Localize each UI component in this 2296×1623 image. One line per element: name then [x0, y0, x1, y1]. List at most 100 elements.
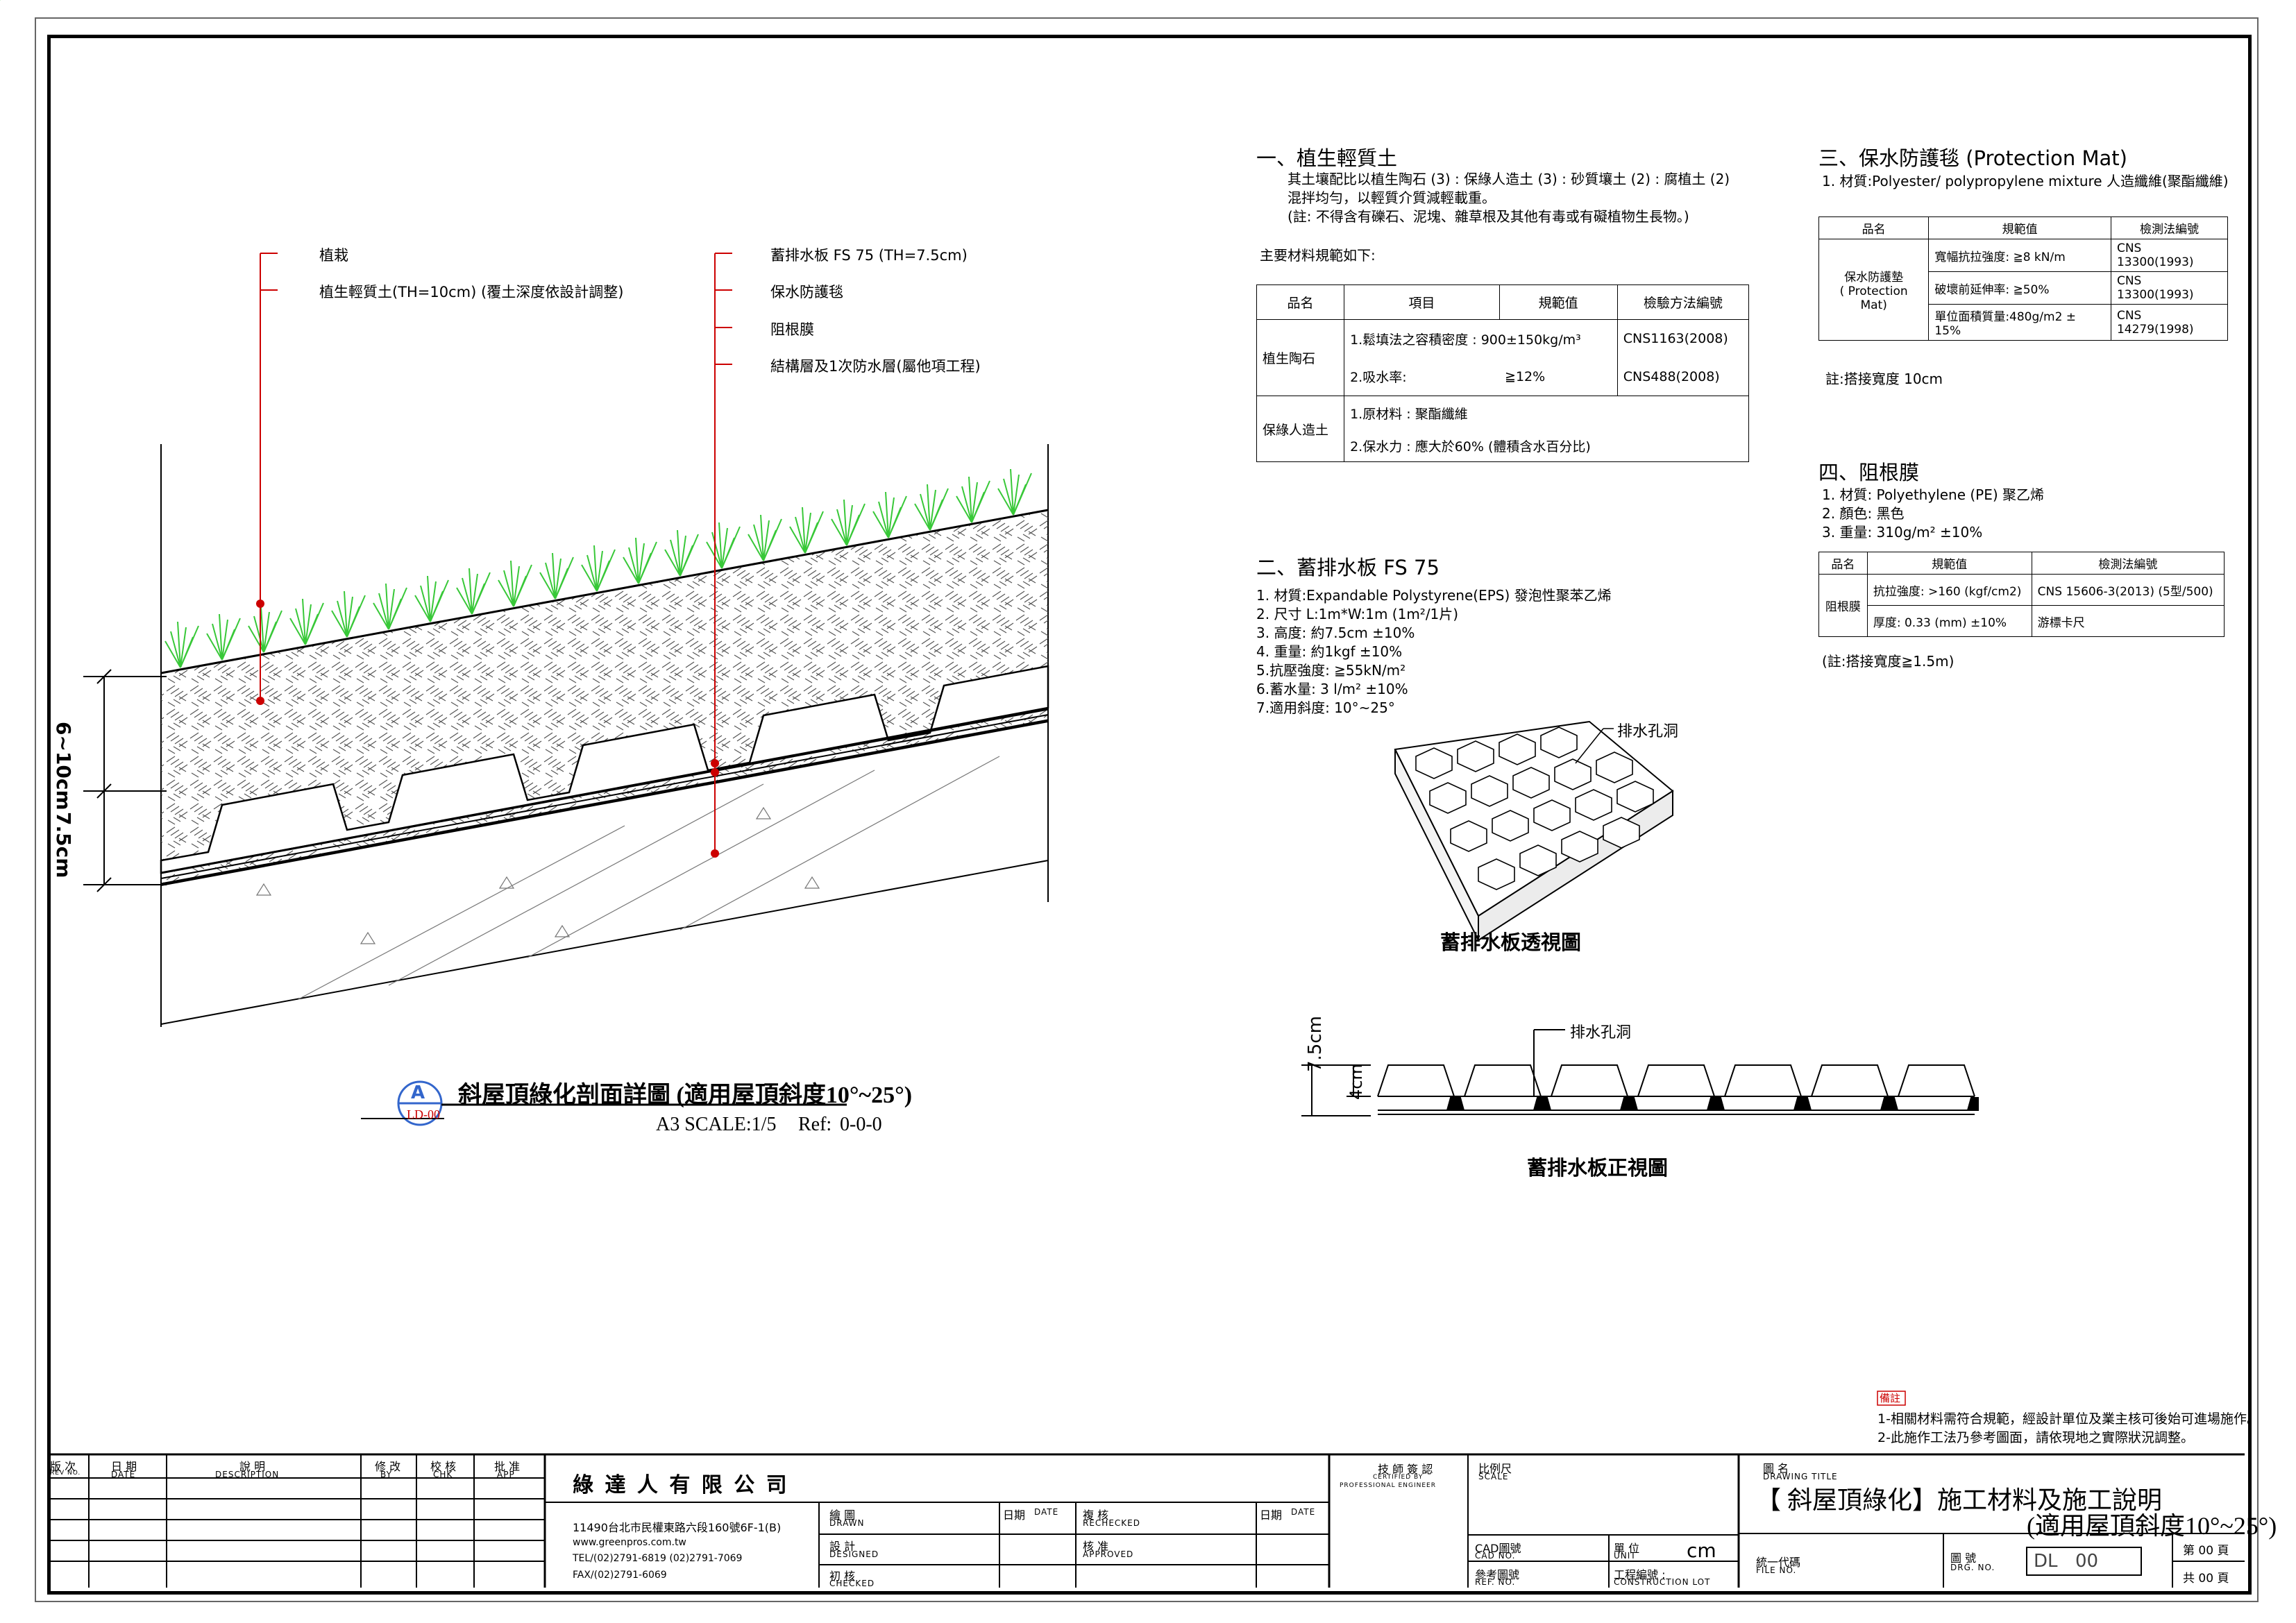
sec2-title: 二、蓄排水板 FS 75 — [1256, 556, 1440, 579]
sec1-row2-item2: 2.保水力 : 應大於60% (體積含水百分比) — [1344, 430, 1749, 462]
page-total: 共 00 頁 — [2183, 1572, 2229, 1586]
drg-no-prefix: DL — [2034, 1551, 2058, 1572]
sec3-item-name: 保水防護墊 — [1844, 271, 1904, 284]
sec3-header-name: 品名 — [1818, 216, 1930, 239]
sec1-row1-name: 植生陶石 — [1256, 319, 1345, 396]
rechecked-zh: 複 核 — [1083, 1509, 1109, 1522]
remarks-title: 備註 — [1880, 1392, 1901, 1404]
sec3-material: 1. 材質:Polyester/ polypropylene mixture 人… — [1822, 173, 2229, 189]
rev-chk-en: CHK — [433, 1470, 453, 1479]
sec1-line-1: 其土壤配比以植生陶石 (3) : 保綠人造土 (3) : 砂質壤土 (2) : … — [1288, 171, 1730, 187]
company-fax: FAX/(02)2791-6069 — [573, 1570, 667, 1581]
dim-soil-depth: 6~10cm — [52, 722, 75, 810]
sec4-header-value: 規範值 — [1866, 552, 2032, 575]
approved-en: APPROVED — [1083, 1549, 1134, 1559]
title-block-grid — [47, 1453, 2245, 1588]
sec1-header-method: 檢驗方法編號 — [1617, 284, 1750, 320]
sec1-spec-table: 品名 項目 規範值 檢驗方法編號 植生陶石 1.鬆填法之容積密度 : 900±1… — [1256, 284, 1750, 462]
sec3-row1-value: 寬幅抗拉強度: ≧8 kN/m — [1928, 239, 2111, 272]
file-no-zh: 統一代碼 — [1756, 1556, 1801, 1569]
rev-by-en: BY — [380, 1470, 392, 1479]
sec3-header-method: 檢測法編號 — [2110, 216, 2229, 239]
sec2-line-3: 3. 高度: 約7.5cm ±10% — [1256, 624, 1415, 641]
drg-no-zh: 圖 號 — [1950, 1552, 1977, 1565]
rev-desc-en: DESCRIPTION — [215, 1470, 280, 1479]
construction-zh: 工程編號 : — [1614, 1568, 1666, 1581]
rev-by-zh: 修 改 — [375, 1460, 401, 1473]
sec3-row3-method: CNS 14279(1998) — [2110, 304, 2229, 341]
front-hole-label: 排水孔洞 — [1570, 1024, 1632, 1042]
drg-no-value: 00 — [2075, 1551, 2099, 1572]
sec1-line-3: (註: 不得含有礫石、泥塊、雜草根及其他有毒或有礙植物生長物。) — [1288, 208, 1689, 225]
callout-structure: 結構層及1次防水層(屬他項工程) — [770, 358, 981, 375]
sec4-line-3: 3. 重量: 310g/m² ±10% — [1822, 524, 1983, 541]
front-dim-inner: 4cm — [1347, 1064, 1366, 1100]
rev-date-en: DATE — [111, 1470, 136, 1479]
unit-zh: 單 位 — [1614, 1542, 1640, 1555]
rechecked-en: RECHECKED — [1083, 1518, 1140, 1528]
sec4-row2-value: 厚度: 0.33 (mm) ±10% — [1866, 605, 2032, 637]
sec1-title: 一、植生輕質土 — [1256, 146, 1398, 170]
cert-zh: 技 師 簽 認 — [1378, 1463, 1433, 1476]
sec4-note: (註:搭接寬度≧1.5m) — [1822, 653, 1955, 670]
sec3-title: 三、保水防護毯 (Protection Mat) — [1818, 146, 2127, 170]
sec4-row1-method: CNS 15606-3(2013) (5型/500) — [2031, 574, 2225, 606]
date-col-2-zh: 日期 — [1260, 1509, 1283, 1522]
sec3-row1-method: CNS 13300(1993) — [2110, 239, 2229, 272]
sec1-row1-item2: 2.吸水率: — [1344, 357, 1500, 396]
sec3-note: 註:搭接寬度 10cm — [1825, 371, 1943, 387]
sec4-title: 四、阻根膜 — [1818, 461, 1920, 484]
construction-en: CONSTRUCTION LOT — [1614, 1577, 1711, 1587]
section-scale: A3 SCALE:1/5 — [656, 1114, 777, 1135]
scale-zh: 比例尺 — [1478, 1462, 1512, 1475]
sec1-line-2: 混拌均勻，以輕質介質減輕載重。 — [1288, 189, 1496, 206]
cert-en-1: CERTIFIED BY — [1373, 1474, 1424, 1481]
approved-zh: 核 准 — [1083, 1540, 1109, 1553]
sec4-item-name: 阻根膜 — [1818, 574, 1868, 637]
sec2-line-7: 7.適用斜度: 10°~25° — [1256, 699, 1395, 716]
designed-zh: 設 計 — [829, 1540, 856, 1553]
drawing-title-line-2: (適用屋頂斜度10°~25°) — [2027, 1512, 2277, 1540]
sec2-line-4: 4. 重量: 約1kgf ±10% — [1256, 643, 1403, 660]
rev-no-en: REV NO. — [50, 1470, 81, 1477]
cad-en: CAD NO. — [1475, 1551, 1516, 1561]
drawing-title-line-1: 【 斜屋頂綠化】施工材料及施工說明 — [1756, 1486, 2163, 1514]
cert-en-2: PROFESSIONAL ENGINEER — [1340, 1482, 1436, 1489]
callout-protection-mat: 保水防護毯 — [770, 284, 843, 300]
sec3-spec-table: 品名 規範值 檢測法編號 保水防護墊( Protection Mat) 寬幅抗拉… — [1818, 216, 2229, 341]
sec1-row2-item1: 1.原材料 : 聚酯纖維 — [1344, 396, 1749, 431]
sec1-row2-name: 保綠人造土 — [1256, 396, 1345, 462]
sec1-header-value: 規範值 — [1499, 284, 1618, 320]
rev-date-zh: 日 期 — [111, 1460, 137, 1473]
drainage-board-perspective — [1394, 720, 1674, 942]
sec3-row2-value: 破壞前延伸率: ≧50% — [1928, 271, 2111, 305]
sec3-header-value: 規範值 — [1928, 216, 2111, 239]
drawn-en: DRAWN — [829, 1518, 865, 1528]
title-badge — [361, 1080, 847, 1126]
company-address: 11490台北市民權東路六段160號6F-1(B) — [573, 1521, 782, 1534]
rev-app-zh: 批 准 — [494, 1460, 521, 1473]
sec4-header-name: 品名 — [1818, 552, 1868, 575]
file-no-en: FILE NO. — [1756, 1565, 1797, 1575]
sec4-header-method: 檢測法編號 — [2031, 552, 2225, 575]
sec2-line-1: 1. 材質:Expandable Polystyrene(EPS) 發泡性聚苯乙… — [1256, 587, 1612, 604]
sec1-row1-value2: ≧12% — [1499, 357, 1618, 396]
sec4-spec-table: 品名 規範值 檢測法編號 阻根膜 抗拉強度: >160 (kgf/cm2) CN… — [1818, 552, 2225, 637]
sec1-header-name: 品名 — [1256, 284, 1345, 320]
sec1-row1-method2: CNS488(2008) — [1617, 357, 1750, 396]
front-caption: 蓄排水板正視圖 — [1527, 1156, 1669, 1180]
date-col-2-en: DATE — [1291, 1507, 1316, 1517]
remarks-line-1: 1-相關材料需符合規範，經設計單位及業主核可後始可進場施作。 — [1877, 1411, 2260, 1427]
drawing-frame — [47, 35, 2252, 1595]
sec4-row2-method: 游標卡尺 — [2031, 605, 2225, 637]
sec3-row2-method: CNS 13300(1993) — [2110, 271, 2229, 305]
company-tel: TEL/(02)2791-6819 (02)2791-7069 — [573, 1553, 743, 1564]
sec3-item-name-en: ( Protection Mat) — [1839, 284, 1908, 312]
sec1-row1-method1: CNS1163(2008) — [1617, 319, 1750, 358]
rev-app-en: APP — [497, 1470, 515, 1479]
sec4-line-1: 1. 材質: Polyethylene (PE) 聚乙烯 — [1822, 486, 2045, 503]
rev-chk-zh: 校 核 — [430, 1460, 457, 1473]
callout-drainage-board: 蓄排水板 FS 75 (TH=7.5cm) — [770, 247, 968, 264]
ref-zh: 參考圖號 — [1475, 1568, 1520, 1581]
